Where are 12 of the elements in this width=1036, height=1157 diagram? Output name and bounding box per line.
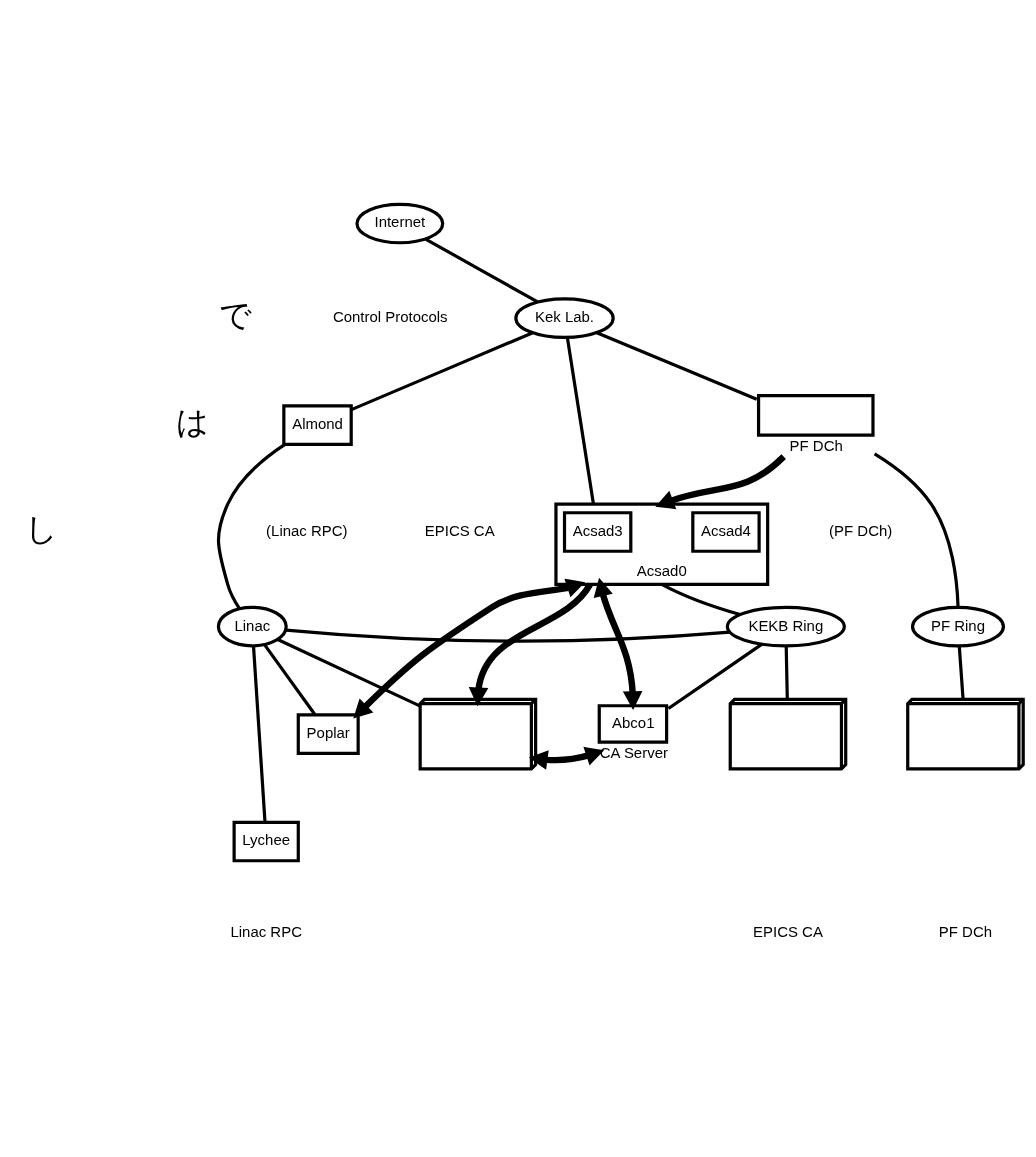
label: は — [175, 404, 209, 441]
label: EPICS CA — [424, 521, 495, 539]
node-label: CA Server — [599, 743, 668, 761]
label: Control Protocols — [332, 308, 448, 326]
label: し — [25, 511, 59, 548]
label: (Linac RPC) — [266, 521, 348, 539]
label: EPICS CA — [753, 923, 823, 941]
label: PF DCh — [938, 923, 993, 941]
label: で — [218, 297, 252, 334]
node-label: PF DCh — [789, 436, 843, 454]
label: (PF DCh) — [829, 521, 893, 539]
label: Linac RPC — [230, 923, 302, 941]
